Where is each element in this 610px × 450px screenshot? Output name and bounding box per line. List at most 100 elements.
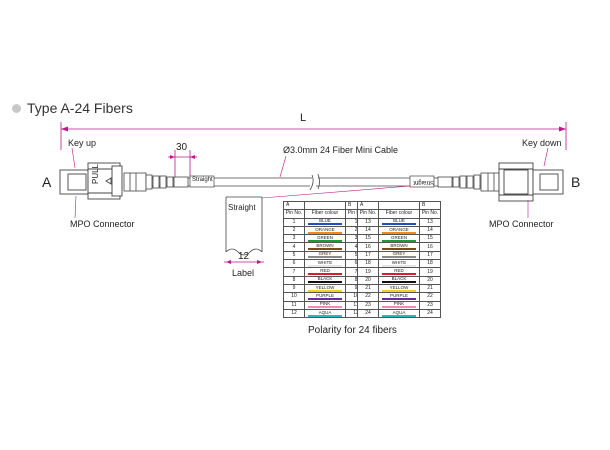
leader-lines [71, 147, 549, 219]
pin-b-cell: 14 [419, 225, 441, 236]
table-header-pin: Pin No. [419, 209, 441, 219]
pin-a-cell: 23 [357, 300, 379, 310]
length-dimension [60, 122, 567, 150]
fiber-colour-swatch: WHITE [382, 260, 416, 267]
pin-a-cell: 11 [283, 300, 305, 310]
fiber-colour-swatch: GREY [382, 252, 416, 259]
fiber-colour-swatch: PURPLE [308, 293, 342, 300]
fiber-colour-cell: PURPLE [304, 292, 346, 302]
mpo-connector-right-label: MPO Connector [489, 219, 554, 229]
pin-b-cell: 20 [419, 275, 441, 285]
mpo-connector-left-label: MPO Connector [70, 219, 135, 229]
fiber-colour-swatch: GREY [308, 252, 342, 259]
polarity-caption: Polarity for 24 fibers [308, 325, 397, 336]
pin-a-cell: 10 [283, 292, 305, 302]
fiber-colour-cell: BROWN [378, 242, 420, 252]
dim-12-label: 12 [238, 251, 250, 262]
fiber-colour-swatch: GREEN [382, 235, 416, 242]
label-detail-text: Straight [228, 203, 256, 212]
fiber-colour-swatch: WHITE [308, 260, 342, 267]
fiber-colour-cell: GREEN [378, 234, 420, 244]
pin-b-cell: 15 [419, 234, 441, 244]
table-header-pin: Pin No. [283, 209, 305, 219]
pin-a-cell: 8 [283, 275, 305, 285]
cable-label-text-left: Straight [192, 177, 213, 183]
cable-spec-label: Ø3.0mm 24 Fiber Mini Cable [283, 145, 399, 155]
fiber-colour-swatch: RED [382, 268, 416, 276]
fiber-colour-cell: YELLOW [304, 283, 346, 294]
pull-tab-text: PULL [91, 163, 100, 184]
fiber-colour-cell: ORANGE [378, 225, 420, 236]
fiber-colour-swatch: BLUE [308, 218, 342, 226]
fiber-colour-swatch: ORANGE [308, 227, 342, 234]
pin-a-cell: 3 [283, 234, 305, 244]
fiber-colour-swatch: BROWN [382, 243, 416, 251]
left-boot [123, 172, 189, 192]
pin-a-cell: 19 [357, 267, 379, 277]
fiber-colour-swatch: GREEN [308, 235, 342, 242]
fiber-colour-cell: BLUE [378, 217, 420, 227]
table-header-colour: Fiber colour [378, 209, 420, 219]
fiber-colour-cell: RED [378, 267, 420, 277]
fiber-colour-cell: ORANGE [304, 225, 346, 236]
key-up-label: Key up [68, 138, 97, 148]
pin-a-cell: 12 [283, 308, 305, 319]
pin-b-cell: 22 [419, 292, 441, 302]
left-mpo-connector [59, 162, 123, 200]
pin-a-cell: 2 [283, 225, 305, 236]
pin-a-cell: 7 [283, 267, 305, 277]
fiber-colour-cell: WHITE [378, 259, 420, 269]
fiber-colour-swatch: BLACK [308, 277, 342, 284]
fiber-colour-cell: BLACK [304, 275, 346, 285]
pin-a-cell: 16 [357, 242, 379, 252]
fiber-colour-swatch: YELLOW [382, 285, 416, 292]
cable-label-text-right: Straight [413, 179, 434, 185]
pin-a-cell: 4 [283, 242, 305, 252]
pin-a-cell: 6 [283, 259, 305, 269]
pin-a-cell: 22 [357, 292, 379, 302]
table-header-a: A [283, 200, 305, 211]
pin-a-cell: 9 [283, 283, 305, 294]
fiber-colour-swatch: RED [308, 268, 342, 276]
fiber-colour-swatch: PINK [308, 301, 342, 309]
fiber-colour-swatch: AQUA [382, 310, 416, 317]
heading-text: Type A-24 Fibers [27, 100, 133, 116]
label-caption: Label [232, 268, 255, 278]
fiber-colour-swatch: ORANGE [382, 227, 416, 234]
fiber-colour-cell: BROWN [304, 242, 346, 252]
end-b-label: B [571, 174, 581, 190]
fiber-colour-cell: GREEN [304, 234, 346, 244]
fiber-colour-swatch: AQUA [308, 310, 342, 317]
pin-a-cell: 20 [357, 275, 379, 285]
fiber-colour-cell: GREY [304, 250, 346, 261]
pin-a-cell: 17 [357, 250, 379, 261]
pin-a-cell: 14 [357, 225, 379, 236]
table-header-b: B [419, 200, 441, 211]
fiber-colour-swatch: YELLOW [308, 285, 342, 292]
cable-label-right [409, 175, 435, 188]
dim-30-label: 30 [176, 142, 188, 153]
pin-b-cell: 16 [419, 242, 441, 252]
fiber-colour-cell: PURPLE [378, 292, 420, 302]
fiber-colour-swatch: PURPLE [382, 293, 416, 300]
fiber-colour-cell: BLACK [378, 275, 420, 285]
